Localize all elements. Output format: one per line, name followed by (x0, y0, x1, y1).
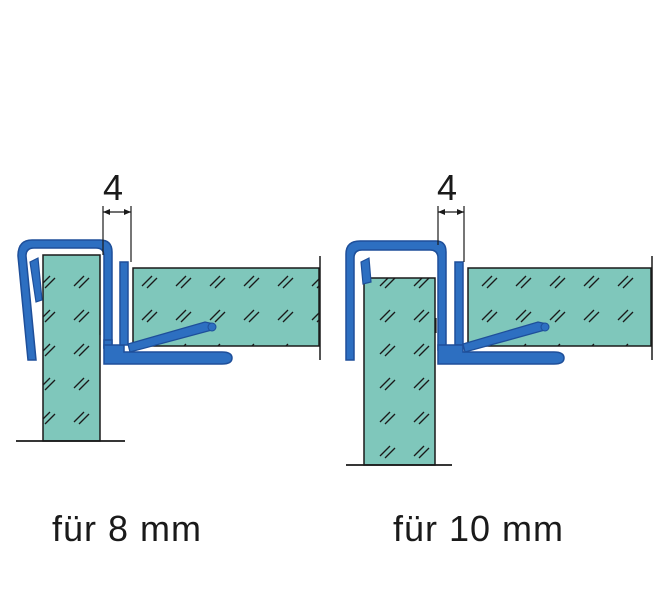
diagram-8mm: 4 (16, 167, 321, 442)
dimension-label-left: 4 (103, 167, 123, 208)
door-glass-panel-8mm (132, 267, 320, 347)
fixed-glass-panel-8mm (42, 254, 101, 442)
dimension-label-right: 4 (437, 167, 457, 208)
diagram-10mm: 4 (345, 167, 653, 466)
fixed-glass-panel-10mm (363, 277, 436, 466)
seal-profile-8mm (17, 239, 233, 365)
caption-10mm: für 10 mm (393, 508, 565, 549)
seal-profile-10mm (345, 240, 565, 365)
caption-8mm: für 8 mm (52, 508, 203, 549)
dimension-4mm-right: 4 (437, 167, 465, 262)
dimension-4mm-left: 4 (102, 167, 132, 262)
